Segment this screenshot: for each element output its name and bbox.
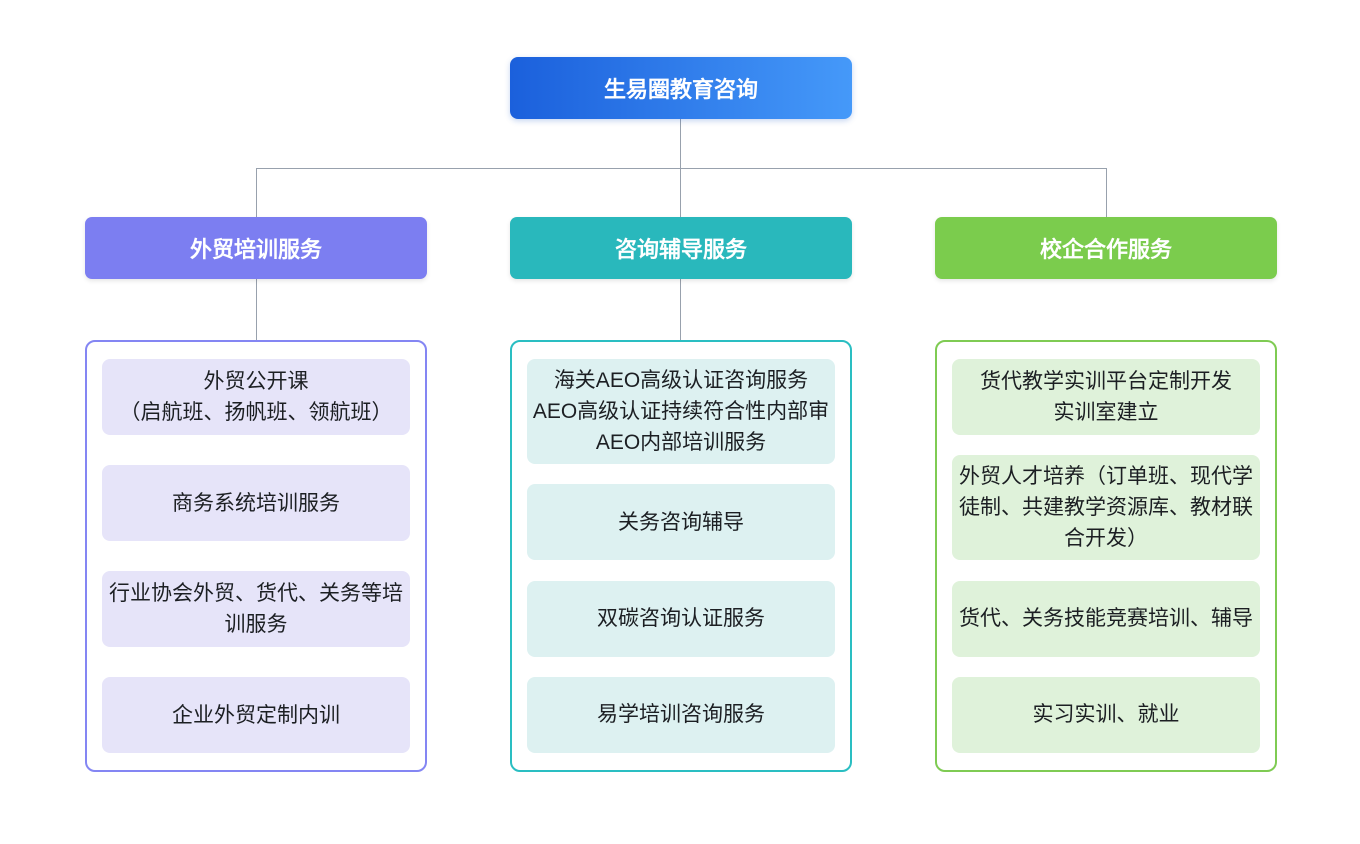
list-item[interactable]: 实习实训、就业: [952, 676, 1260, 753]
list-item[interactable]: 企业外贸定制内训: [102, 677, 410, 753]
connector-root-down: [680, 119, 681, 169]
branch-container-consulting-coaching: 海关AEO高级认证咨询服务 AEO高级认证持续符合性内部审 AEO内部培训服务 …: [510, 340, 852, 772]
list-item[interactable]: 易学培训咨询服务: [527, 676, 835, 753]
branch-header-label: 外贸培训服务: [189, 237, 322, 262]
connector-drop-branch-2: [680, 168, 681, 218]
list-item[interactable]: 商务系统培训服务: [102, 465, 410, 541]
list-item[interactable]: 海关AEO高级认证咨询服务 AEO高级认证持续符合性内部审 AEO内部培训服务: [527, 359, 835, 464]
connector-drop-branch-1: [256, 168, 257, 218]
list-item[interactable]: 外贸公开课 （启航班、扬帆班、领航班）: [102, 359, 410, 435]
root-node[interactable]: 生易圈教育咨询: [510, 57, 852, 119]
branch-header-label: 校企合作服务: [1039, 237, 1172, 262]
branch-header-school-enterprise-cooperation[interactable]: 校企合作服务: [935, 217, 1277, 279]
connector-horizontal: [256, 168, 1107, 169]
connector-header-to-container-1: [256, 279, 257, 340]
branch-header-consulting-coaching[interactable]: 咨询辅导服务: [510, 217, 852, 279]
list-item[interactable]: 行业协会外贸、货代、关务等培训服务: [102, 571, 410, 647]
list-item[interactable]: 双碳咨询认证服务: [527, 580, 835, 657]
branch-header-foreign-trade-training[interactable]: 外贸培训服务: [85, 217, 427, 279]
connector-header-to-container-2: [680, 279, 681, 340]
list-item[interactable]: 关务咨询辅导: [527, 484, 835, 561]
branch-container-school-enterprise-cooperation: 货代教学实训平台定制开发 实训室建立 外贸人才培养（订单班、现代学徒制、共建教学…: [935, 340, 1277, 772]
list-item[interactable]: 货代、关务技能竞赛培训、辅导: [952, 580, 1260, 657]
branch-header-label: 咨询辅导服务: [614, 237, 747, 262]
list-item[interactable]: 货代教学实训平台定制开发 实训室建立: [952, 359, 1260, 435]
root-node-label: 生易圈教育咨询: [603, 77, 758, 102]
branch-container-foreign-trade-training: 外贸公开课 （启航班、扬帆班、领航班） 商务系统培训服务 行业协会外贸、货代、关…: [85, 340, 427, 772]
connector-drop-branch-3: [1106, 168, 1107, 218]
list-item[interactable]: 外贸人才培养（订单班、现代学徒制、共建教学资源库、教材联合开发）: [952, 455, 1260, 561]
